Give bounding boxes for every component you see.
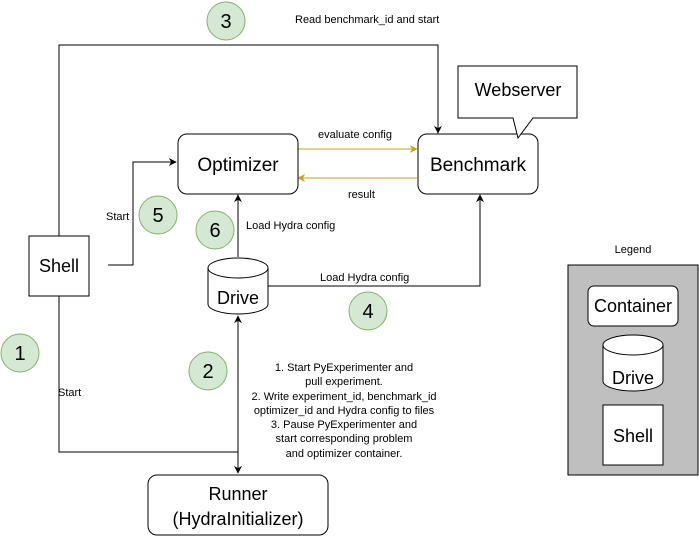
benchmark-label: Benchmark <box>430 155 527 176</box>
runner-label-line2: (HydraInitializer) <box>172 509 303 529</box>
step-circle-5: 5 <box>138 195 178 235</box>
runner-step-line: 3. Pause PyExperimenter and <box>271 419 417 431</box>
legend-container-item: Container <box>587 285 679 327</box>
legend-shell-label: Shell <box>613 426 653 446</box>
shell-label: Shell <box>39 256 79 276</box>
step-circle-3: 3 <box>206 1 246 41</box>
edge-label-read-benchmark: Read benchmark_id and start <box>295 14 439 26</box>
step-number: 1 <box>14 343 25 365</box>
step-number: 2 <box>202 361 213 383</box>
runner-steps-text: 1. Start PyExperimenter and pull experim… <box>251 362 436 460</box>
runner-step-line: start corresponding problem <box>276 433 413 445</box>
benchmark-node: Benchmark <box>417 133 539 195</box>
runner-node: Runner (HydraInitializer) <box>147 474 329 536</box>
legend-drive-item: Drive <box>602 334 664 392</box>
runner-step-line: and optimizer container. <box>286 448 403 460</box>
step-number: 6 <box>209 220 220 242</box>
runner-step-line: 2. Write experiment_id, benchmark_id <box>251 391 436 403</box>
step-number: 5 <box>152 205 163 227</box>
step-circle-2: 2 <box>188 351 228 391</box>
edge-label-load-hydra-benchmark: Load Hydra config <box>320 272 409 284</box>
step-circle-1: 1 <box>0 333 40 373</box>
webserver-callout: Webserver <box>457 65 578 140</box>
edge-drive-to-benchmark <box>268 194 484 287</box>
step-circle-6: 6 <box>195 210 235 250</box>
runner-step-line: 1. Start PyExperimenter and <box>275 362 413 374</box>
legend-shell-item: Shell <box>602 404 664 466</box>
webserver-label: Webserver <box>475 80 562 100</box>
step-number: 4 <box>362 301 373 323</box>
legend-title: Legend <box>615 244 652 256</box>
edge-label-start-optimizer: Start <box>106 211 129 223</box>
legend-container-label: Container <box>594 296 672 316</box>
runner-step-line: pull experiment. <box>305 376 383 388</box>
shell-node: Shell <box>28 235 90 297</box>
edge-label-start-runner: Start <box>58 387 81 399</box>
step-number: 3 <box>220 11 231 33</box>
drive-label: Drive <box>217 288 259 308</box>
legend: Legend Container Drive Shell <box>567 244 699 476</box>
edge-label-evaluate-config: evaluate config <box>318 129 392 141</box>
step-circle-4: 4 <box>348 291 388 331</box>
runner-step-line: optimizer_id and Hydra config to files <box>254 405 435 417</box>
drive-node: Drive <box>207 257 269 315</box>
optimizer-node: Optimizer <box>177 133 299 195</box>
edge-shell-to-runner <box>58 296 238 453</box>
runner-label-line1: Runner <box>208 484 267 504</box>
optimizer-label: Optimizer <box>197 155 279 176</box>
edge-label-result: result <box>348 189 375 201</box>
edge-shell-to-benchmark <box>58 44 442 236</box>
edge-label-load-hydra-optimizer: Load Hydra config <box>246 220 335 232</box>
edge-shell-to-optimizer <box>108 158 177 266</box>
legend-drive-label: Drive <box>612 368 654 388</box>
